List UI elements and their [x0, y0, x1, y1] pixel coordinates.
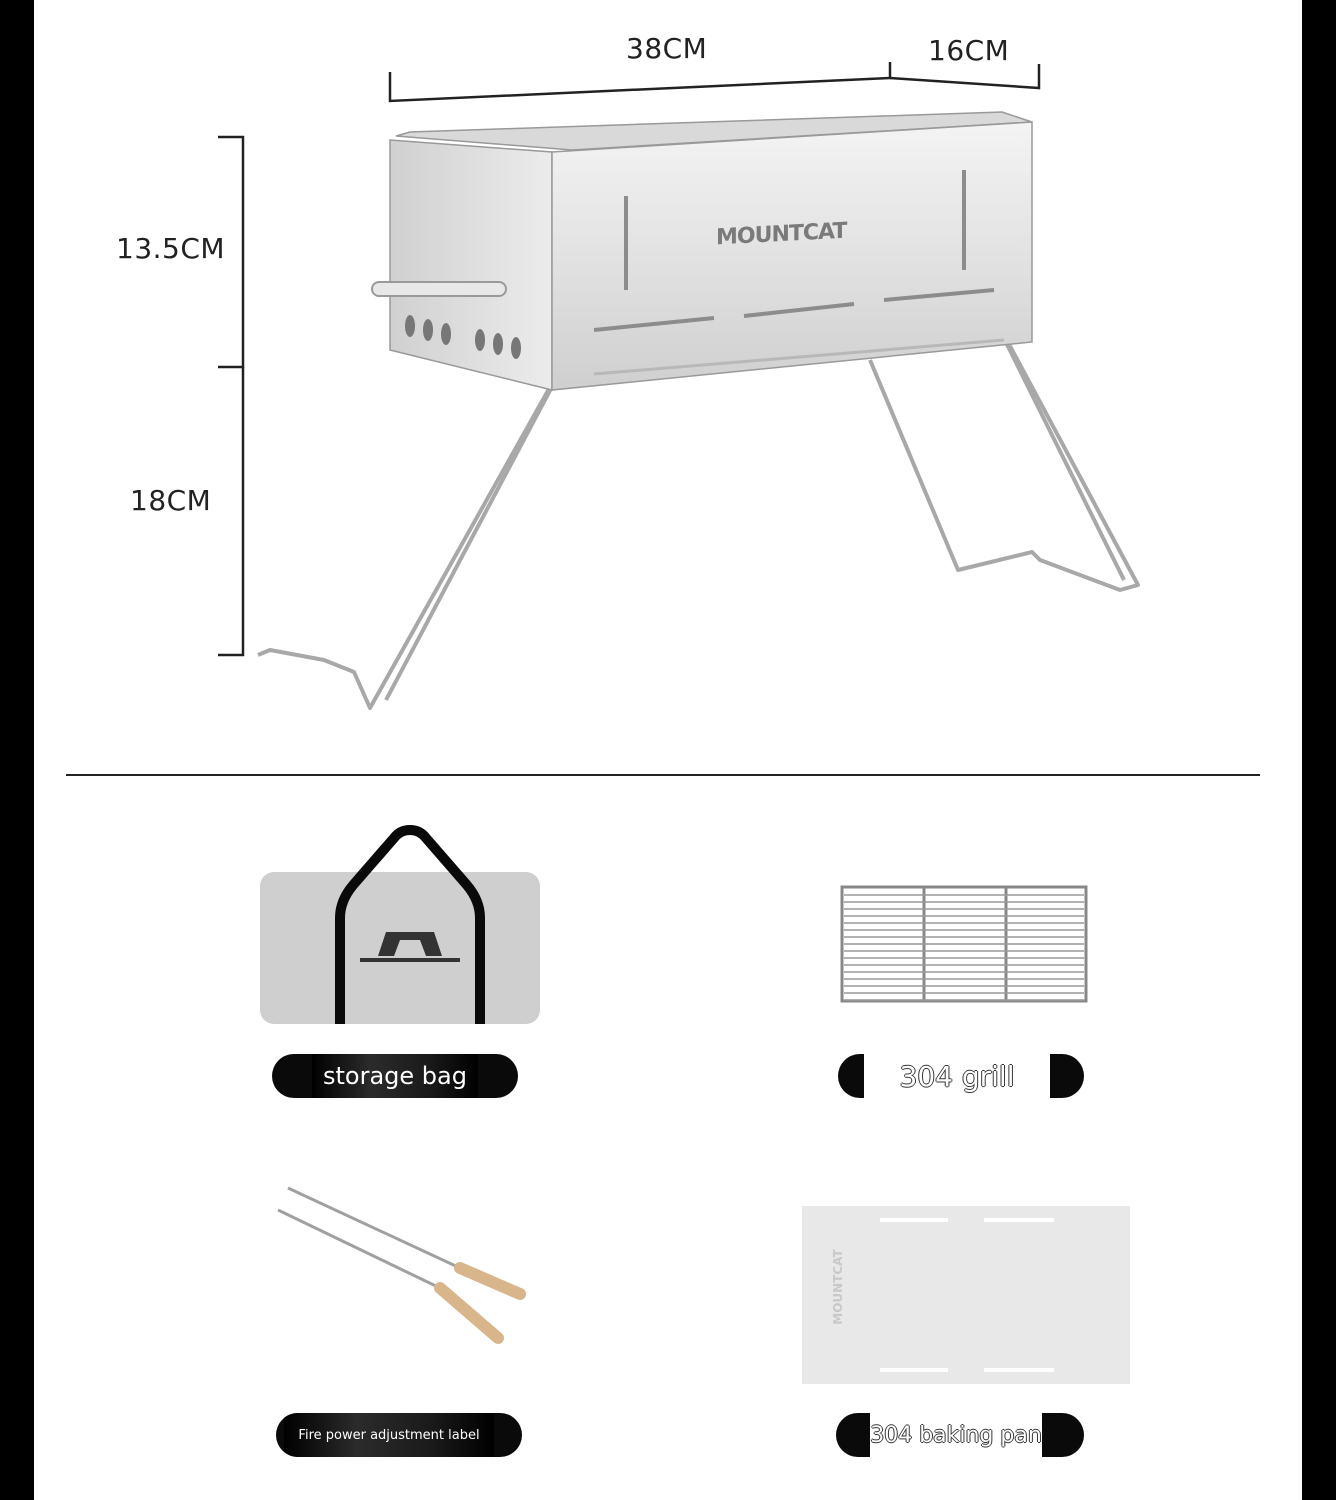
dimension-lines: [218, 62, 1041, 657]
skewers-image: [277, 1186, 526, 1344]
grill-label: 304 grill: [899, 1059, 1015, 1093]
body-height-dimension: 13.5CM: [116, 232, 226, 265]
grill-grate-image: [840, 885, 1088, 1003]
skewers-label-pill: Fire power adjustment label: [276, 1413, 522, 1457]
section-divider: [66, 774, 1260, 776]
length-dimension: 38CM: [626, 32, 708, 65]
baking-pan-label: 304 baking pan: [870, 1422, 1042, 1448]
grill-product-image: [257, 111, 1140, 710]
product-detail-page: 38CM 16CM 13.5CM 18CM: [34, 0, 1302, 1500]
baking-pan-image: [802, 1206, 1130, 1384]
baking-pan-label-pill: 304 baking pan: [836, 1413, 1084, 1457]
storage-bag-image: [260, 825, 540, 1024]
leg-height-dimension: 18CM: [130, 484, 212, 517]
baking-pan-brand-logo: MOUNTCAT: [831, 1249, 845, 1325]
storage-bag-label-pill: storage bag: [272, 1054, 518, 1098]
skewers-label: Fire power adjustment label: [298, 1427, 480, 1443]
grill-label-pill: 304 grill: [838, 1054, 1084, 1098]
storage-bag-label: storage bag: [323, 1062, 467, 1090]
width-dimension: 16CM: [928, 34, 1010, 67]
